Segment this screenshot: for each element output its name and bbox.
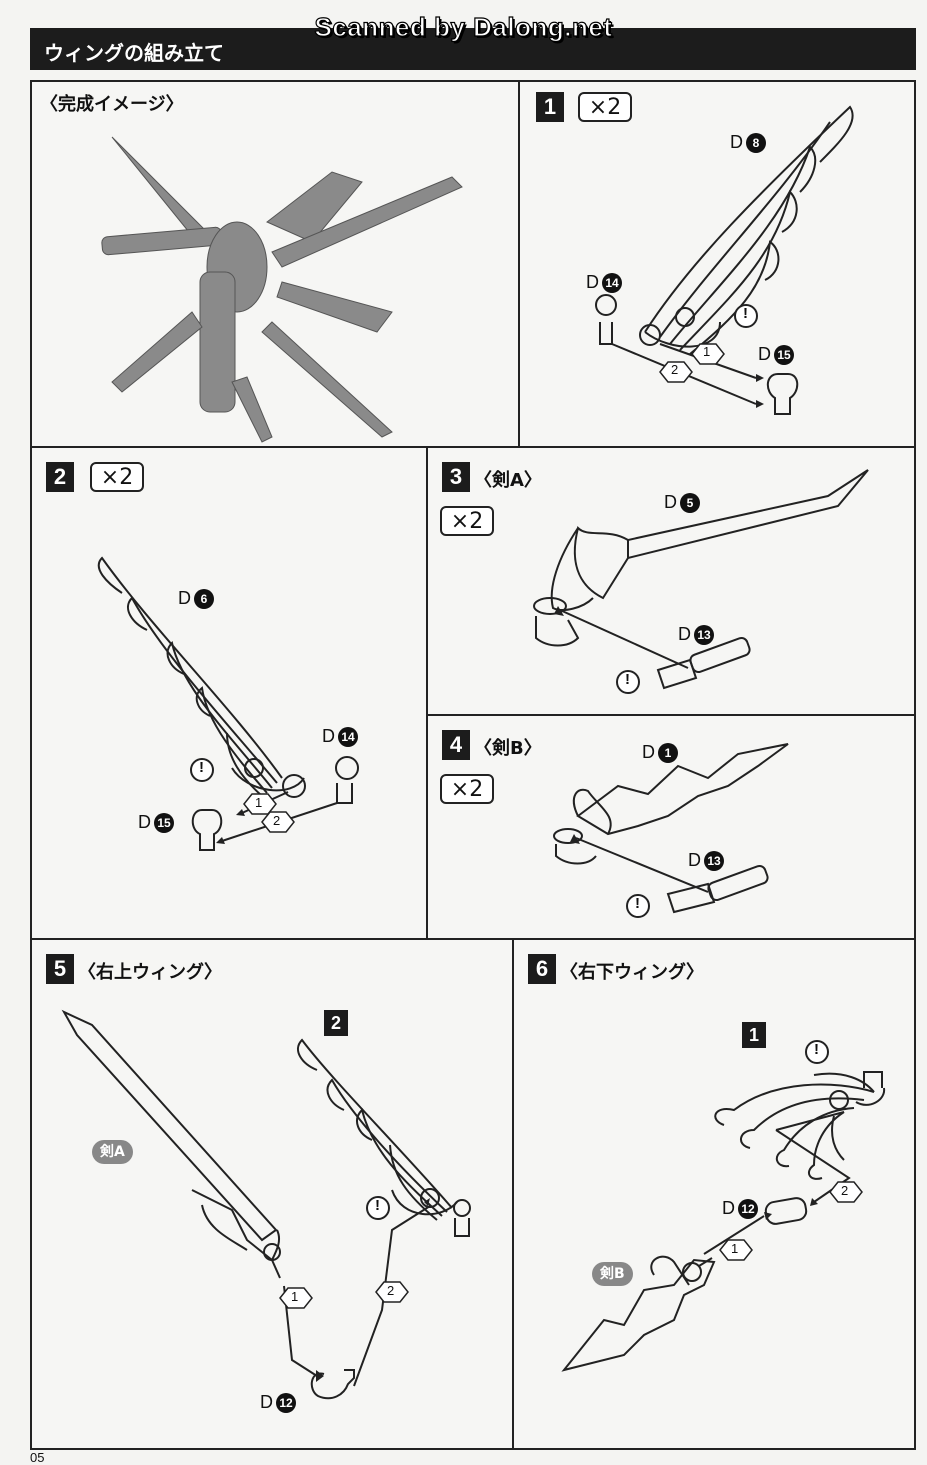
step-1-quantity: ×2 bbox=[578, 92, 632, 122]
part-number: 1 bbox=[658, 743, 678, 764]
part-prefix: D bbox=[586, 272, 599, 292]
order-1-label: 1 bbox=[703, 344, 711, 359]
part-prefix: D bbox=[260, 1392, 273, 1412]
part-number: 15 bbox=[154, 813, 174, 834]
order-2-label: 2 bbox=[841, 1183, 849, 1198]
part-number: 13 bbox=[704, 851, 724, 872]
order-2-label: 2 bbox=[671, 362, 679, 377]
caution-icon: ! bbox=[743, 305, 748, 322]
part-number: 15 bbox=[774, 345, 794, 366]
order-1-label: 1 bbox=[731, 1241, 739, 1256]
sword-a-ref: 剣A bbox=[92, 1140, 133, 1164]
step-4-title: 〈剣B〉 bbox=[474, 738, 542, 759]
step-3-diagram bbox=[533, 469, 869, 694]
part-number: 12 bbox=[738, 1199, 758, 1220]
caution-icon: ! bbox=[635, 895, 640, 912]
step-1-diagram bbox=[595, 105, 854, 415]
caution-icon: ! bbox=[625, 671, 630, 688]
order-1-label: 1 bbox=[291, 1289, 299, 1304]
completed-title: 〈完成イメージ〉 bbox=[40, 94, 184, 115]
sword-b-ref: 剣B bbox=[592, 1262, 633, 1286]
step-3-quantity: ×2 bbox=[440, 506, 494, 536]
part-prefix: D bbox=[664, 492, 677, 512]
order-2-label: 2 bbox=[387, 1283, 395, 1298]
part-prefix: D bbox=[758, 344, 771, 364]
part-number: 13 bbox=[694, 625, 714, 646]
step-2-badge: 2 bbox=[46, 462, 74, 492]
step-5-diagram bbox=[61, 1009, 471, 1400]
part-prefix: D bbox=[688, 850, 701, 870]
step-2-quantity: ×2 bbox=[90, 462, 144, 492]
part-number: 14 bbox=[338, 727, 358, 748]
step-4-badge: 4 bbox=[442, 730, 470, 760]
part-prefix: D bbox=[722, 1198, 735, 1218]
completed-figure-illustration bbox=[101, 136, 463, 443]
part-prefix: D bbox=[138, 812, 151, 832]
step-2-ref-badge: 2 bbox=[324, 1010, 348, 1036]
part-number: 12 bbox=[276, 1393, 296, 1414]
step-4-diagram bbox=[553, 743, 789, 918]
step-2-diagram bbox=[97, 556, 359, 851]
step-6-diagram bbox=[561, 1040, 886, 1372]
part-prefix: D bbox=[178, 588, 191, 608]
step-1-badge: 1 bbox=[536, 92, 564, 122]
part-number: 5 bbox=[680, 493, 700, 514]
part-prefix: D bbox=[322, 726, 335, 746]
step-5-title: 〈右上ウィング〉 bbox=[78, 962, 222, 983]
page-number: 05 bbox=[30, 1450, 45, 1465]
step-3-title: 〈剣A〉 bbox=[474, 470, 542, 491]
part-prefix: D bbox=[678, 624, 691, 644]
watermark: Scanned by Dalong.net bbox=[314, 11, 613, 42]
caution-icon: ! bbox=[199, 759, 204, 776]
part-number: 14 bbox=[602, 273, 622, 294]
step-6-title: 〈右下ウィング〉 bbox=[560, 962, 704, 983]
section-header: ウィングの組み立て bbox=[30, 28, 916, 70]
order-1-label: 1 bbox=[255, 795, 263, 810]
section-title: ウィングの組み立て bbox=[44, 41, 224, 65]
part-number: 8 bbox=[746, 133, 766, 154]
part-prefix: D bbox=[730, 132, 743, 152]
part-number: 6 bbox=[194, 589, 214, 610]
part-prefix: D bbox=[642, 742, 655, 762]
step-3-badge: 3 bbox=[442, 462, 470, 492]
caution-icon: ! bbox=[814, 1041, 819, 1058]
order-2-label: 2 bbox=[273, 813, 281, 828]
step-1-ref-badge: 1 bbox=[742, 1022, 766, 1048]
step-4-quantity: ×2 bbox=[440, 774, 494, 804]
caution-icon: ! bbox=[375, 1197, 380, 1214]
step-5-badge: 5 bbox=[46, 954, 74, 984]
step-6-badge: 6 bbox=[528, 954, 556, 984]
completed-image-panel: 〈完成イメージ〉 bbox=[30, 80, 520, 448]
